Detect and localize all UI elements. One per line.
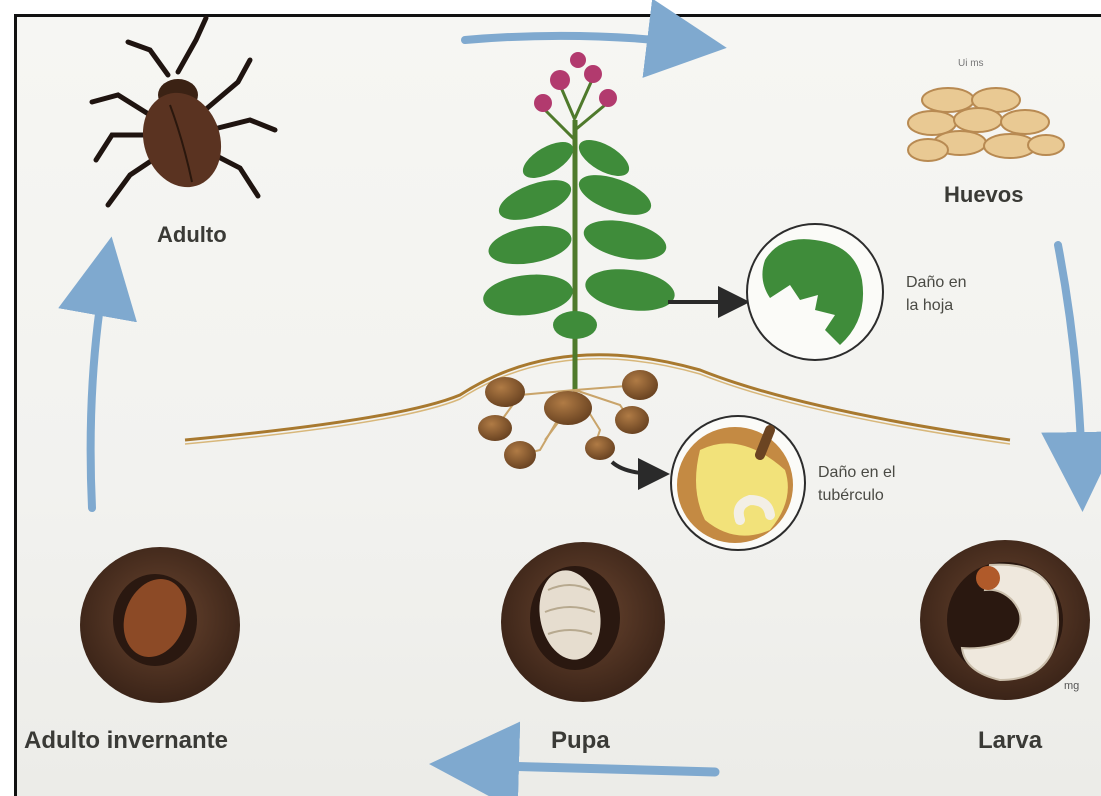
leaf-damage-label-line1: Daño en <box>906 273 967 293</box>
pupa-illustration <box>501 542 665 702</box>
beetle-illustration <box>92 18 275 205</box>
tuber-damage-label-line2: tubérculo <box>818 486 884 506</box>
stage-label-adult: Adulto <box>157 222 227 248</box>
overwintering-adult-illustration <box>80 547 240 703</box>
eggs-illustration <box>908 88 1064 161</box>
leaf-damage-label-line2: la hoja <box>906 296 953 316</box>
stage-label-pupa: Pupa <box>551 727 610 755</box>
larva-illustration <box>920 540 1090 700</box>
artist-signature: mg <box>1064 680 1079 692</box>
arrow-larva-to-pupa <box>465 765 715 772</box>
stage-label-overwintering-adult: Adulto invernante <box>24 727 228 755</box>
arrow-adult-to-eggs <box>465 36 695 44</box>
arrow-overwintering-to-adult <box>91 268 106 508</box>
stage-label-larva: Larva <box>978 727 1042 755</box>
eggs-tag: Ui ms <box>958 58 984 70</box>
tuber-damage-illustration <box>671 416 805 550</box>
stage-label-eggs: Huevos <box>944 182 1023 208</box>
tuber-damage-label-line1: Daño en el <box>818 463 895 483</box>
potato-plant-illustration <box>481 52 677 390</box>
leaf-damage-illustration <box>747 224 883 360</box>
tubers-illustration <box>478 370 658 469</box>
arrow-eggs-to-larva <box>1058 245 1082 480</box>
